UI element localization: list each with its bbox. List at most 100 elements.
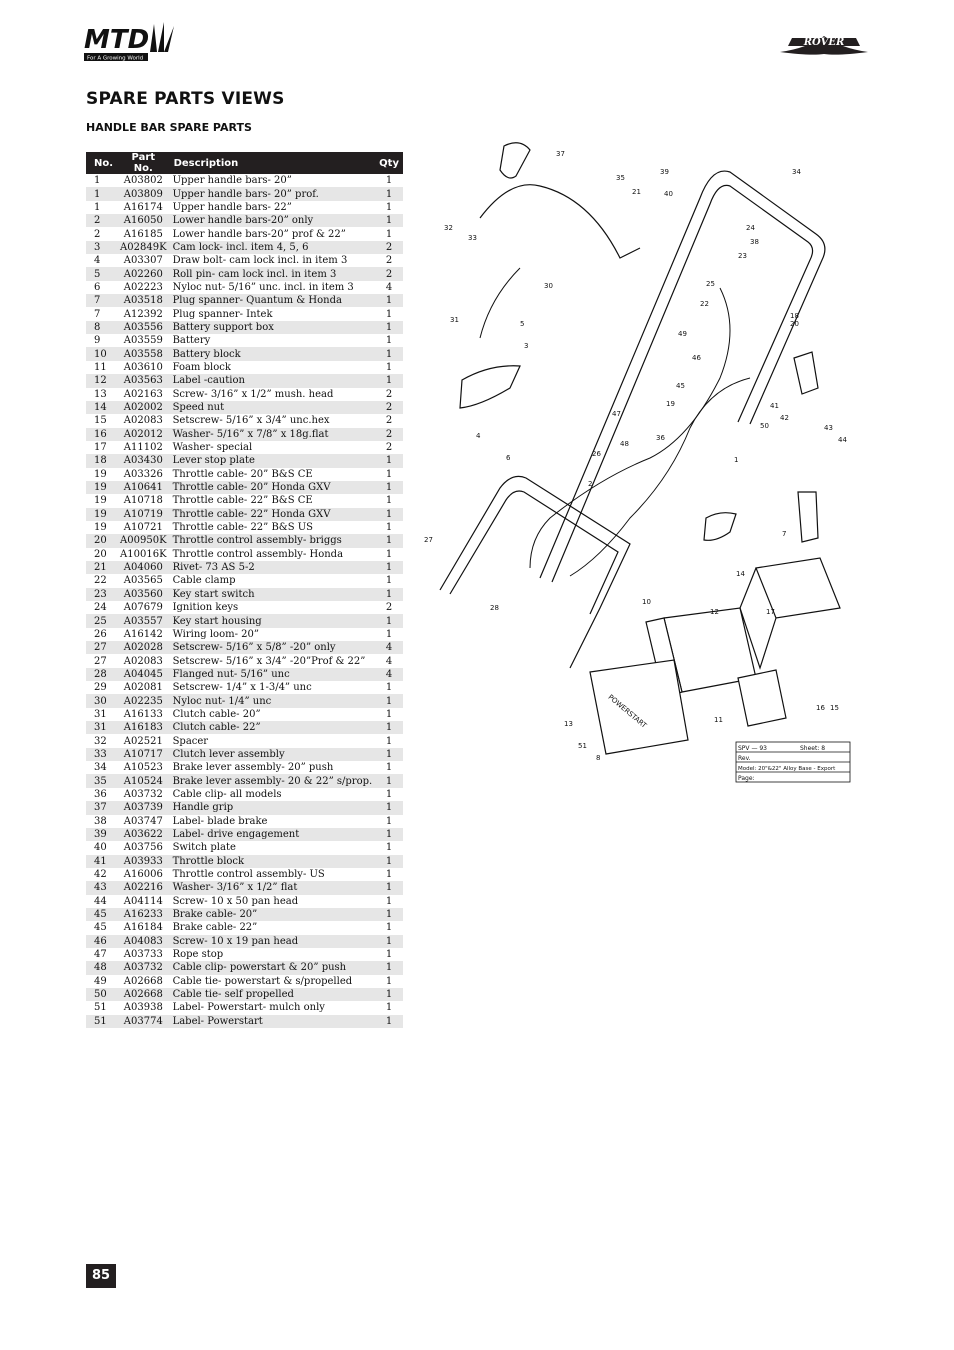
- row-part-no: A03732: [117, 961, 170, 975]
- row-no: 31: [94, 708, 107, 720]
- row-description: Roll pin- cam lock incl. in item 3: [169, 267, 376, 281]
- row-no: 14: [86, 400, 118, 415]
- row-no: 12: [86, 374, 118, 388]
- row-part-no: A16233: [117, 907, 170, 922]
- row-part-no: A02012: [117, 427, 170, 441]
- row-part-no: A16184: [123, 922, 163, 934]
- row-description: Throttle block: [169, 854, 376, 868]
- row-no: 32: [94, 735, 107, 747]
- row-description: Brake cable- 22”: [172, 922, 258, 934]
- brake-cable: [569, 377, 751, 577]
- row-part-no: A02668: [123, 975, 163, 987]
- row-no: 44: [94, 895, 107, 907]
- row-no: 13: [94, 388, 107, 400]
- row-part-no: A16185: [123, 228, 163, 240]
- row-no: 9: [94, 335, 101, 347]
- row-description: Brake lever assembly- 20” push: [172, 762, 334, 774]
- row-qty: 1: [375, 961, 403, 975]
- row-no: 45: [86, 907, 118, 922]
- row-qty: 1: [385, 201, 393, 213]
- row-description: Cable tie- powerstart & s/propelled: [172, 975, 353, 987]
- row-qty: 1: [375, 214, 403, 228]
- callout-21: 21: [632, 188, 641, 196]
- row-no: 47: [94, 949, 107, 961]
- callout-18: 18: [790, 312, 799, 320]
- callout-26: 26: [592, 450, 601, 458]
- row-description: Key start housing: [169, 614, 376, 628]
- mtd-tagline: For A Growing World: [87, 56, 143, 62]
- row-qty: 1: [385, 869, 393, 881]
- row-description: Throttle control assembly- Honda: [172, 548, 344, 560]
- lower-handle-bar: [439, 475, 631, 669]
- row-no: 27: [86, 641, 118, 655]
- row-part-no: A02235: [117, 694, 170, 708]
- row-description: Washer- 5/16” x 7/8” x 18g.flat: [169, 427, 376, 441]
- row-no: 6: [94, 281, 101, 293]
- row-part-no: A10523: [123, 762, 163, 774]
- row-qty: 1: [375, 507, 403, 521]
- row-no: 40: [94, 842, 107, 854]
- row-description: Setscrew- 1/4” x 1-3/4” unc: [172, 682, 312, 694]
- row-description: Screw- 10 x 19 pan head: [169, 934, 376, 948]
- row-part-no: A02083: [123, 415, 163, 427]
- row-qty: 1: [385, 1002, 393, 1014]
- row-part-no: A04060: [117, 560, 170, 575]
- callout-14: 14: [736, 570, 745, 578]
- callout-40: 40: [664, 190, 673, 198]
- callout-42: 42: [780, 414, 789, 422]
- row-no: 30: [86, 694, 118, 708]
- row-no: 7: [94, 308, 101, 320]
- row-qty: 1: [385, 522, 393, 534]
- row-part-no: A12392: [123, 308, 163, 320]
- row-description: Throttle cable- 22” Honda GXV: [169, 507, 376, 521]
- row-no: 10: [86, 347, 118, 361]
- row-qty: 2: [385, 415, 393, 427]
- row-no: 11: [94, 361, 107, 373]
- row-qty: 1: [385, 975, 393, 987]
- row-no: 23: [86, 587, 118, 601]
- row-description: Battery: [172, 335, 211, 347]
- row-description: Handle grip: [169, 801, 376, 815]
- row-qty: 1: [385, 949, 393, 961]
- row-part-no: A03733: [123, 949, 163, 961]
- row-qty: 1: [375, 694, 403, 708]
- row-no: 49: [94, 975, 107, 987]
- row-qty: 1: [385, 815, 393, 827]
- row-description: Plug spanner- Intek: [172, 308, 273, 320]
- row-description: Throttle cable- 22” B&S US: [172, 522, 314, 534]
- callout-27: 27: [424, 536, 433, 544]
- row-description: Throttle control assembly- US: [172, 869, 325, 881]
- row-qty: 1: [385, 788, 393, 800]
- row-part-no: A16183: [117, 721, 170, 735]
- row-qty: 1: [375, 934, 403, 948]
- row-qty: 1: [375, 454, 403, 468]
- row-description: Washer- special: [172, 442, 253, 454]
- row-qty: 1: [375, 480, 403, 495]
- row-no: 8: [86, 320, 118, 335]
- callout-labels: 1234567810111213141516171819202122232425…: [424, 150, 847, 762]
- mtd-logo-text: MTD: [84, 25, 149, 55]
- row-description: Clutch cable- 20”: [172, 708, 261, 720]
- row-part-no: A03933: [117, 854, 170, 868]
- row-description: Label- Powerstart: [169, 1014, 376, 1028]
- row-no: 51: [94, 1002, 107, 1014]
- row-description: Throttle cable- 22” B&S CE: [172, 495, 313, 507]
- row-part-no: A03563: [117, 374, 170, 388]
- row-part-no: A03802: [123, 175, 163, 187]
- row-description: Cable tie- self propelled: [169, 987, 376, 1002]
- row-part-no: A10719: [117, 507, 170, 521]
